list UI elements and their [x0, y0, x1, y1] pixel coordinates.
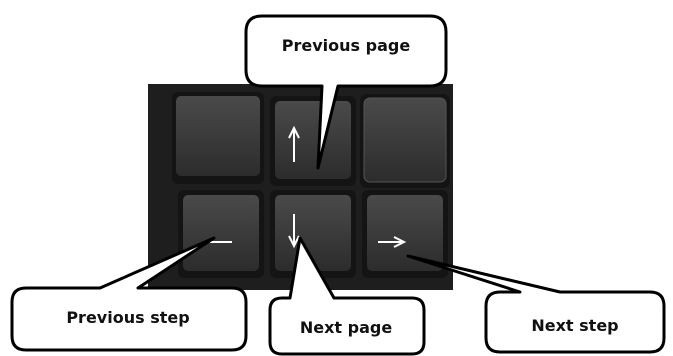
blank-key-top-right	[360, 94, 450, 188]
callout-label-previous-page: Previous page	[281, 36, 411, 55]
callout-previous-step	[10, 236, 248, 352]
right-arrow-key[interactable]	[362, 190, 448, 278]
up-arrow-key[interactable]	[270, 96, 356, 186]
blank-key-top-left	[172, 92, 264, 184]
down-arrow-key[interactable]	[270, 190, 356, 278]
up-arrow-icon	[288, 125, 300, 162]
callout-previous-page	[244, 14, 448, 170]
right-arrow-icon	[378, 236, 407, 248]
callout-next-step	[406, 254, 666, 354]
callout-label-previous-step: Previous step	[66, 308, 190, 327]
callout-next-page	[268, 236, 426, 356]
callout-label-next-page: Next page	[299, 318, 393, 337]
callout-label-next-step: Next step	[531, 316, 619, 335]
down-arrow-icon	[288, 214, 300, 249]
left-arrow-key[interactable]	[178, 190, 264, 278]
